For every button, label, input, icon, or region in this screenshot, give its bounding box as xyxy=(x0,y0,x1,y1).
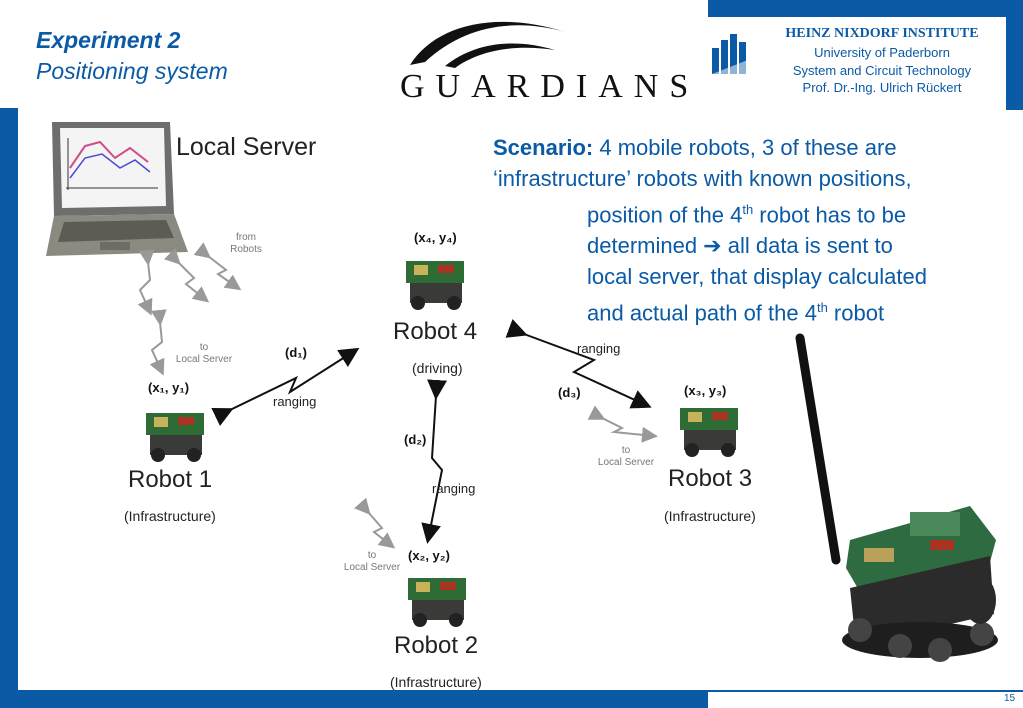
scenario-line4: determined ➔ all data is sent to xyxy=(587,233,893,259)
robot1-name: Robot 1 xyxy=(128,466,213,493)
guardians-logo-text: GUARDIANS xyxy=(400,68,700,105)
institute-university: University of Paderborn xyxy=(814,45,950,60)
footer-panel xyxy=(708,692,1023,708)
robot4-status: (driving) xyxy=(412,360,463,376)
frame-top-bar xyxy=(708,0,1023,17)
robot2-image xyxy=(408,578,466,627)
page-number: 15 xyxy=(1004,693,1016,704)
scenario-line5: local server, that display calculated xyxy=(587,264,927,290)
institute-name: HEINZ NIXDORF INSTITUTE xyxy=(785,26,979,41)
distance-d3: (d₃) xyxy=(558,385,581,400)
scenario-line3: position of the 4th robot has to be xyxy=(587,202,907,228)
scenario-text: Scenario: 4 mobile robots, 3 of these ar… xyxy=(493,132,1003,329)
robot1-status: (Infrastructure) xyxy=(124,508,216,524)
robot4-coord: (x₄, y₄) xyxy=(414,230,457,245)
robot3-status: (Infrastructure) xyxy=(664,508,756,524)
robot2-status: (Infrastructure) xyxy=(390,674,482,690)
ranging-label-3: ranging xyxy=(577,341,621,356)
institute-logo-icon xyxy=(712,34,748,74)
robot4-image xyxy=(406,261,464,310)
local-server-label: Local Server xyxy=(176,133,317,161)
scenario-line2: ‘infrastructure’ robots with known posit… xyxy=(493,166,912,191)
footer-line xyxy=(770,690,1006,691)
slide-subtitle: Positioning system xyxy=(36,58,228,84)
scenario-line1: 4 mobile robots, 3 of these are xyxy=(593,135,897,160)
robot3-name: Robot 3 xyxy=(668,465,753,492)
robot3-coord: (x₃, y₃) xyxy=(684,383,727,398)
robot2-coord: (x₂, y₂) xyxy=(408,548,450,563)
robot2-name: Robot 2 xyxy=(394,632,479,659)
ranging-label-2: ranging xyxy=(432,481,476,496)
robot3-image xyxy=(680,408,738,457)
institute-department: System and Circuit Technology xyxy=(792,63,972,78)
frame-left-bar xyxy=(0,108,18,708)
robot1-image xyxy=(146,413,204,462)
scenario-label: Scenario: xyxy=(493,135,594,160)
distance-d1: (d₁) xyxy=(285,345,307,360)
distance-d2: (d₂) xyxy=(404,432,427,447)
institute-box xyxy=(708,17,1006,110)
ranging-label-1: ranging xyxy=(273,394,317,409)
slide-title: Experiment 2 xyxy=(36,27,181,53)
institute-professor: Prof. Dr.-Ing. Ulrich Rückert xyxy=(802,80,962,95)
laptop-image xyxy=(46,122,188,256)
guardians-logo-swoosh xyxy=(410,21,565,68)
robot4-name: Robot 4 xyxy=(393,318,478,345)
frame-right-bar xyxy=(1006,0,1023,110)
robot-photo xyxy=(795,333,998,662)
robot1-coord: (x₁, y₁) xyxy=(148,380,190,395)
